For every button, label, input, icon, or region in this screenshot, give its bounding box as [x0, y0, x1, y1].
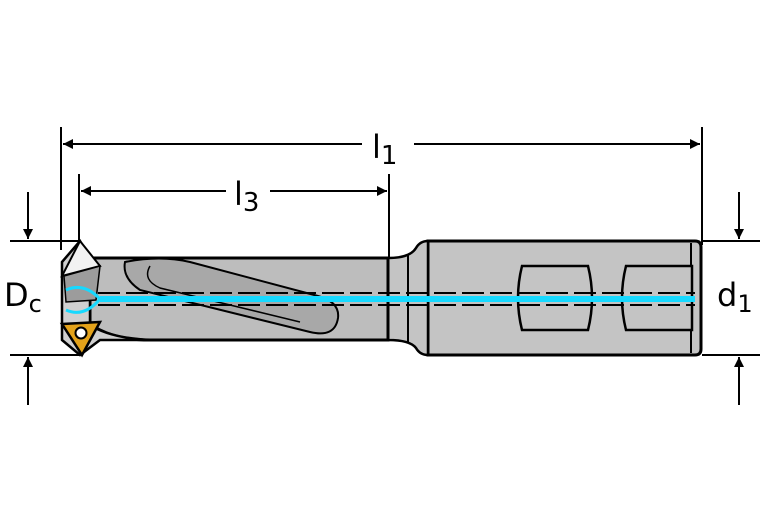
coolant-channels — [65, 286, 695, 314]
flute — [123, 257, 340, 335]
extension-lines — [10, 127, 760, 356]
label-l3: l3 — [234, 175, 259, 218]
label-d1: d1 — [717, 276, 753, 318]
label-l1: l1 — [372, 128, 397, 171]
label-dc: Dc — [4, 276, 42, 318]
